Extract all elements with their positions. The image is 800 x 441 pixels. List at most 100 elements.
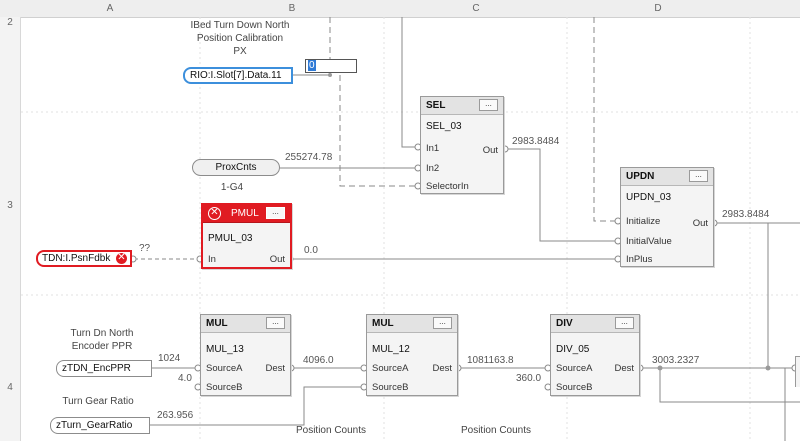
sel-out-value: 2983.8484 bbox=[512, 136, 560, 147]
calibration-title-line-3: PX bbox=[233, 46, 247, 57]
encppr-label: zTDN_EncPPR bbox=[62, 363, 131, 374]
mul12-properties-button[interactable]: ... bbox=[433, 317, 452, 329]
mul12-dest-value: 1081163.8 bbox=[467, 355, 514, 366]
mul13-pin-sourceb[interactable]: SourceB bbox=[206, 382, 243, 393]
mul12-block-tag: MUL_12 bbox=[372, 344, 410, 355]
gear-ratio-ref-label: zTurn_GearRatio bbox=[56, 420, 133, 431]
pmul-block-tag: PMUL_03 bbox=[208, 233, 253, 244]
div05-sourceb-value: 360.0 bbox=[516, 373, 542, 384]
mul12-block-type: MUL bbox=[372, 318, 394, 329]
wire-div05-branch bbox=[659, 368, 800, 403]
wire-to-updn-initialize bbox=[593, 17, 618, 222]
mul12-pin-sourcea[interactable]: SourceA bbox=[372, 363, 409, 374]
mul13-pin-sourcea[interactable]: SourceA bbox=[206, 363, 243, 374]
rio-input-label: RIO:I.Slot[7].Data.11 bbox=[190, 70, 282, 81]
column-letter-c: C bbox=[472, 3, 480, 14]
div05-block-type: DIV bbox=[556, 318, 573, 329]
wire-junction-2 bbox=[765, 365, 771, 371]
div05-pin-sourceb[interactable]: SourceB bbox=[556, 382, 593, 393]
mul13-dest-value: 4096.0 bbox=[303, 355, 334, 366]
wire-calibration-to-selector bbox=[339, 75, 418, 187]
tdn-psnfdbk-reference[interactable]: TDN:I.PsnFdbk ✕ bbox=[36, 250, 132, 267]
mul12-block-header: MUL ... bbox=[367, 315, 457, 333]
mul13-sourceb-value: 4.0 bbox=[178, 373, 192, 384]
div05-dest-value: 3003.2327 bbox=[652, 355, 700, 366]
updn-block-header: UPDN ... bbox=[621, 168, 713, 186]
position-counts-label-2: Position Counts bbox=[460, 425, 532, 436]
updn-block-tag: UPDN_03 bbox=[626, 192, 672, 203]
updn-pin-initialvalue[interactable]: InitialValue bbox=[626, 236, 672, 247]
rio-input-reference[interactable]: RIO:I.Slot[7].Data.11 bbox=[183, 67, 293, 84]
updn-pin-out[interactable]: Out bbox=[692, 218, 708, 229]
calibration-value-field[interactable]: 0 bbox=[305, 59, 357, 73]
calibration-title: IBed Turn Down North Position Calibratio… bbox=[178, 19, 302, 58]
div05-block[interactable]: DIV ... DIV_05 SourceA SourceB Dest bbox=[550, 314, 640, 396]
wire-junction-3 bbox=[328, 73, 332, 77]
wire-sel-out-to-updn bbox=[505, 148, 618, 242]
calibration-value-text: 0 bbox=[308, 60, 316, 71]
updn-properties-button[interactable]: ... bbox=[689, 170, 708, 182]
sheet-grid bbox=[21, 17, 800, 441]
mul12-pin-sourceb[interactable]: SourceB bbox=[372, 382, 409, 393]
sel-block-type: SEL bbox=[426, 100, 446, 111]
encoder-ppr-line-2: Encoder PPR bbox=[71, 341, 133, 352]
div05-block-tag: DIV_05 bbox=[556, 344, 590, 355]
calibration-title-line-1: IBed Turn Down North bbox=[190, 20, 290, 31]
mul12-block[interactable]: MUL ... MUL_12 SourceA SourceB Dest bbox=[366, 314, 458, 396]
gear-ratio-label: Turn Gear Ratio bbox=[62, 396, 134, 407]
pmul-out-value: 0.0 bbox=[304, 245, 318, 256]
wire-to-sel-in1 bbox=[401, 17, 418, 148]
enc-ppr-value: 1024 bbox=[158, 353, 181, 364]
pmul-block[interactable]: ✕ PMUL ... PMUL_03 In Out bbox=[201, 203, 292, 269]
updn-block-type: UPDN bbox=[626, 171, 655, 182]
div05-properties-button[interactable]: ... bbox=[615, 317, 634, 329]
mul13-pin-dest[interactable]: Dest bbox=[265, 363, 285, 374]
div05-block-header: DIV ... bbox=[551, 315, 639, 333]
mul13-block-type: MUL bbox=[206, 318, 228, 329]
column-letter-b: B bbox=[288, 3, 296, 14]
position-counts-label-1: Position Counts bbox=[295, 425, 367, 436]
updn-pin-initialize[interactable]: Initialize bbox=[626, 216, 661, 227]
encoder-ppr-label: Turn Dn North Encoder PPR bbox=[52, 327, 152, 353]
mul13-properties-button[interactable]: ... bbox=[266, 317, 285, 329]
gear-ratio-reference[interactable]: zTurn_GearRatio bbox=[50, 417, 150, 434]
pmul-pin-in[interactable]: In bbox=[208, 254, 216, 265]
sel-pin-in2[interactable]: In2 bbox=[426, 163, 440, 174]
encoder-ppr-line-1: Turn Dn North bbox=[70, 328, 134, 339]
mul12-pin-dest[interactable]: Dest bbox=[432, 363, 452, 374]
sel-properties-button[interactable]: ... bbox=[479, 99, 498, 111]
pmul-error-icon: ✕ bbox=[208, 207, 221, 220]
sel-pin-out[interactable]: Out bbox=[482, 145, 498, 156]
encppr-reference[interactable]: zTDN_EncPPR bbox=[56, 360, 152, 377]
proxcnts-reference[interactable]: ProxCnts bbox=[192, 159, 280, 176]
column-letter-d: D bbox=[654, 3, 662, 14]
wire-junction-1 bbox=[657, 365, 663, 371]
div05-pin-dest[interactable]: Dest bbox=[614, 363, 634, 374]
tdn-psnfdbk-label: TDN:I.PsnFdbk bbox=[42, 253, 111, 264]
div05-pin-sourcea[interactable]: SourceA bbox=[556, 363, 593, 374]
pmul-pin-out[interactable]: Out bbox=[269, 254, 285, 265]
sel-pin-selectorin[interactable]: SelectorIn bbox=[426, 181, 469, 192]
mul13-block-header: MUL ... bbox=[201, 315, 290, 333]
row-gutter: 2 3 4 bbox=[0, 17, 21, 441]
pmul-block-type: PMUL bbox=[231, 208, 259, 219]
sel-block-header: SEL ... bbox=[421, 97, 503, 115]
sel-block-tag: SEL_03 bbox=[426, 121, 462, 132]
proxcnts-value: 255274.78 bbox=[285, 152, 333, 163]
calibration-title-line-2: Position Calibration bbox=[196, 33, 284, 44]
sel-pin-in1[interactable]: In1 bbox=[426, 143, 440, 154]
offscreen-block-edge bbox=[795, 356, 800, 387]
row-number-3: 3 bbox=[7, 200, 13, 211]
updn-pin-inplus[interactable]: InPlus bbox=[626, 254, 653, 265]
wire-gearratio-to-mul12 bbox=[150, 386, 364, 426]
proxcnts-sublabel: 1-G4 bbox=[220, 182, 244, 193]
row-number-2: 2 bbox=[7, 17, 13, 28]
column-letter-a: A bbox=[106, 3, 114, 14]
pmul-properties-button[interactable]: ... bbox=[266, 207, 285, 219]
error-icon: ✕ bbox=[115, 252, 128, 265]
mul13-block[interactable]: MUL ... MUL_13 SourceA SourceB Dest bbox=[200, 314, 291, 396]
sel-block[interactable]: SEL ... SEL_03 In1 In2 SelectorIn Out bbox=[420, 96, 504, 194]
updn-block[interactable]: UPDN ... UPDN_03 Initialize InitialValue… bbox=[620, 167, 714, 267]
column-header: A B C D bbox=[0, 0, 800, 18]
